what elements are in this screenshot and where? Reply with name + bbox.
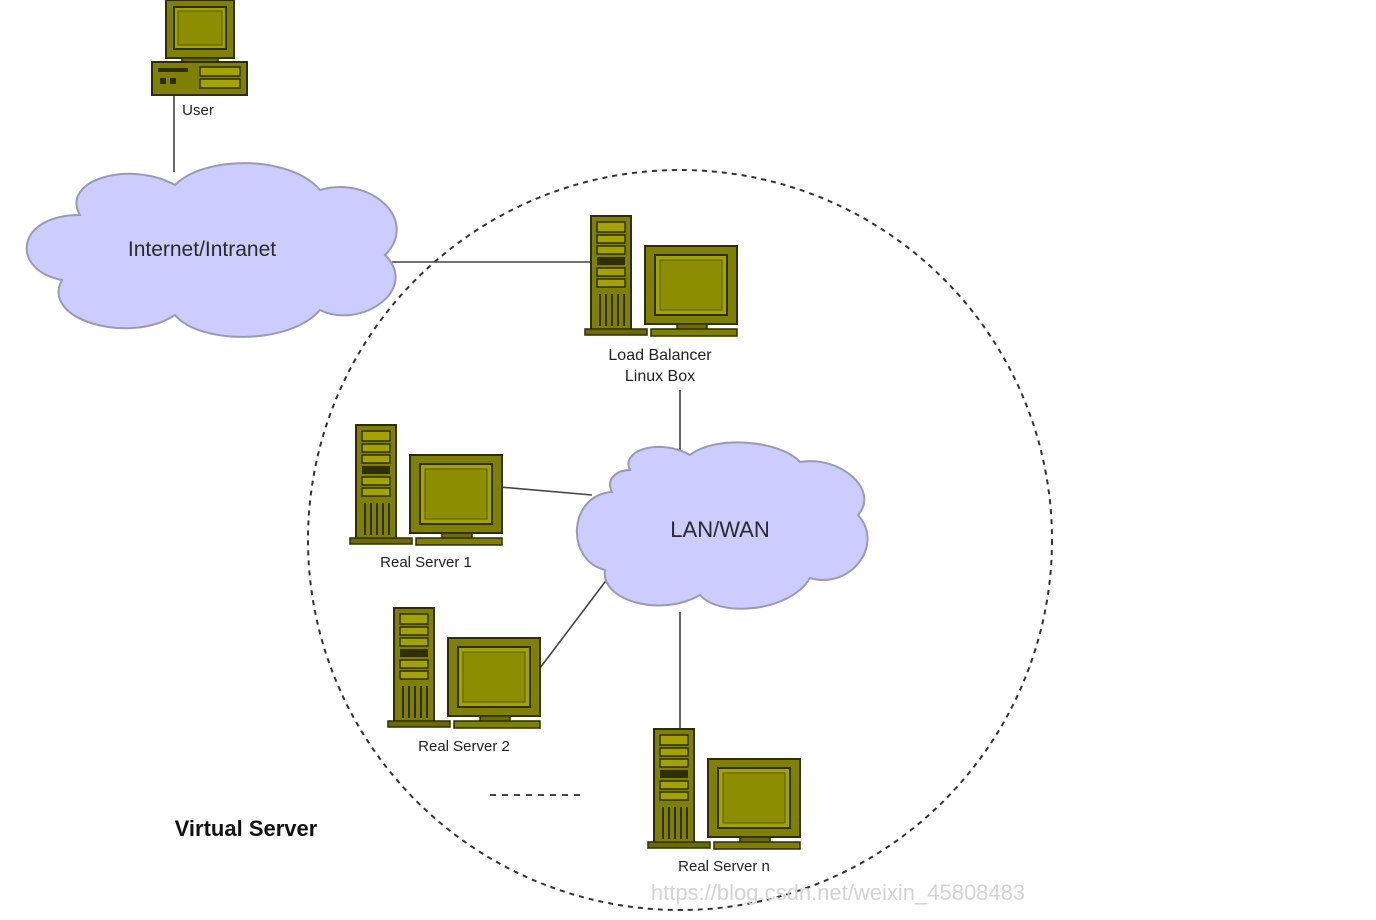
server-computer-icon bbox=[647, 728, 801, 850]
load-balancer-label-line1: Load Balancer bbox=[608, 347, 712, 364]
user-label: User bbox=[182, 102, 214, 119]
link-lan-server-1 bbox=[499, 486, 593, 496]
real-server-n-node: Real Server n bbox=[647, 728, 801, 875]
lan-cloud: LAN/WAN bbox=[575, 441, 869, 610]
server-computer-icon bbox=[387, 607, 541, 729]
server-computer-icon bbox=[349, 424, 503, 546]
watermark: https://blog.csdn.net/weixin_45808483 bbox=[651, 880, 1025, 905]
user-node: User bbox=[151, 0, 248, 119]
server-computer-icon bbox=[584, 215, 738, 337]
cloud-icon bbox=[25, 162, 398, 338]
connections bbox=[173, 92, 681, 730]
real-server-2-node: Real Server 2 bbox=[387, 607, 541, 755]
internet-label: Internet/Intranet bbox=[128, 238, 276, 261]
lan-label: LAN/WAN bbox=[670, 517, 769, 542]
load-balancer-label-line2: Linux Box bbox=[625, 368, 695, 385]
internet-cloud: Internet/Intranet bbox=[25, 162, 398, 338]
real-server-1-node: Real Server 1 bbox=[349, 424, 503, 571]
link-lan-server-2 bbox=[539, 577, 609, 669]
load-balancer-node: Load Balancer Linux Box bbox=[584, 215, 738, 385]
real-server-2-label: Real Server 2 bbox=[418, 738, 510, 755]
cloud-icon bbox=[575, 441, 869, 610]
real-server-n-label: Real Server n bbox=[678, 858, 770, 875]
real-server-1-label: Real Server 1 bbox=[380, 554, 472, 571]
virtual-server-boundary bbox=[307, 169, 1053, 911]
desktop-computer-icon bbox=[151, 0, 248, 96]
virtual-server-label: Virtual Server bbox=[175, 816, 318, 841]
